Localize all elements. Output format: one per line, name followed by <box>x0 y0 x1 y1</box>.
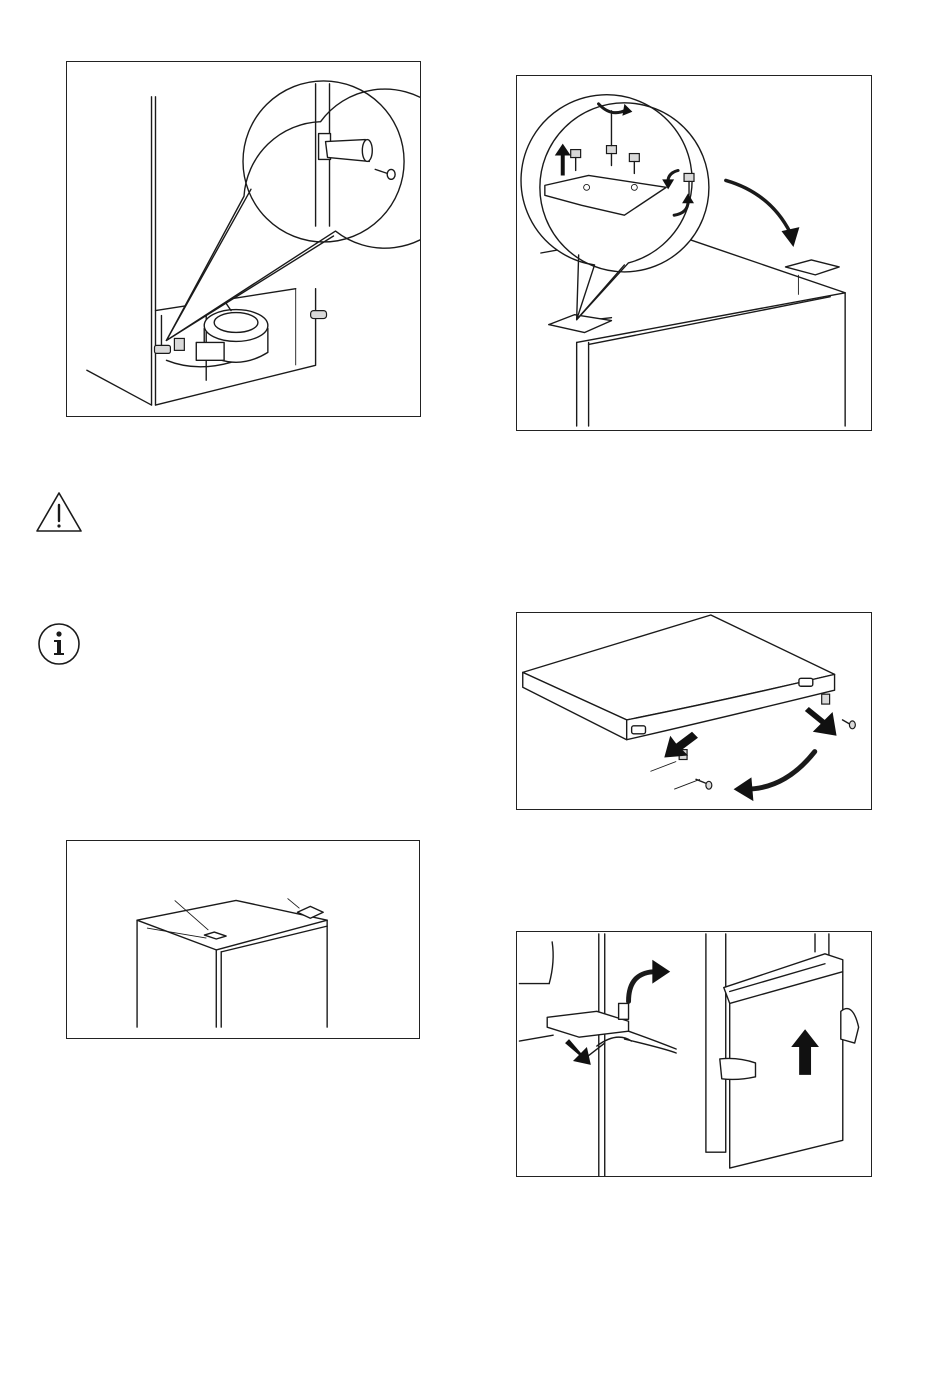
door-pin-swap-illustration <box>517 613 871 809</box>
figure-door-lifting <box>516 931 872 1177</box>
figure-door-pin-swap <box>516 612 872 810</box>
top-hinge-relocation-illustration <box>517 76 871 430</box>
figure-hinge-pin-removal <box>66 61 421 417</box>
info-circle-icon <box>36 621 82 667</box>
hinge-pin-removal-illustration <box>67 62 420 416</box>
info-notice <box>36 621 82 667</box>
figure-top-hinge-relocation <box>516 75 872 431</box>
appliance-top-covers-illustration <box>67 841 419 1038</box>
door-lifting-illustration <box>517 932 871 1176</box>
warning-triangle-icon <box>34 490 84 534</box>
warning-notice <box>34 490 84 534</box>
figure-appliance-top-covers <box>66 840 420 1039</box>
